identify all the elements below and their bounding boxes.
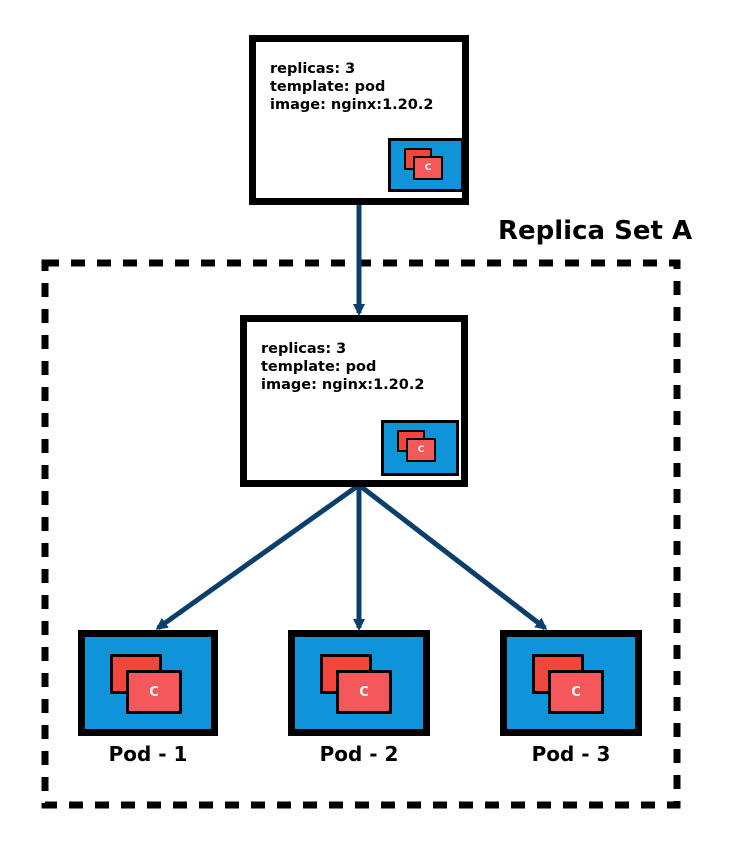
arrow-replicaset-to-pod-1 [155,482,361,631]
pod-2-label: Pod - 2 [319,742,399,766]
pod-1-label: Pod - 1 [108,742,188,766]
deployment-spec-text: replicas: 3 template: pod image: nginx:1… [270,60,433,114]
spec-line-replicas: replicas: 3 [261,341,347,357]
container-icon: C [126,670,182,714]
container-icon: C [406,438,436,462]
deployment-spec-box: replicas: 3 template: pod image: nginx:1… [249,35,469,205]
replicaset-title: Replica Set A [498,216,693,246]
spec-line-template: template: pod [261,359,377,375]
container-icon: C [548,670,604,714]
pod-2: C [288,630,430,736]
pod-template-icon: C [388,138,464,192]
spec-line-template: template: pod [270,79,386,95]
pod-1: C [78,630,218,736]
container-icon: C [336,670,392,714]
arrow-replicaset-to-pod-3 [357,483,548,630]
replicaset-spec-box: replicas: 3 template: pod image: nginx:1… [240,315,468,487]
spec-line-replicas: replicas: 3 [270,61,356,77]
pod-3-label: Pod - 3 [531,742,611,766]
spec-line-image: image: nginx:1.20.2 [270,97,434,113]
pod-3: C [500,630,642,736]
container-icon: C [413,156,443,180]
spec-line-image: image: nginx:1.20.2 [261,377,425,393]
pod-template-icon: C [381,420,459,476]
replicaset-spec-text: replicas: 3 template: pod image: nginx:1… [261,340,424,394]
